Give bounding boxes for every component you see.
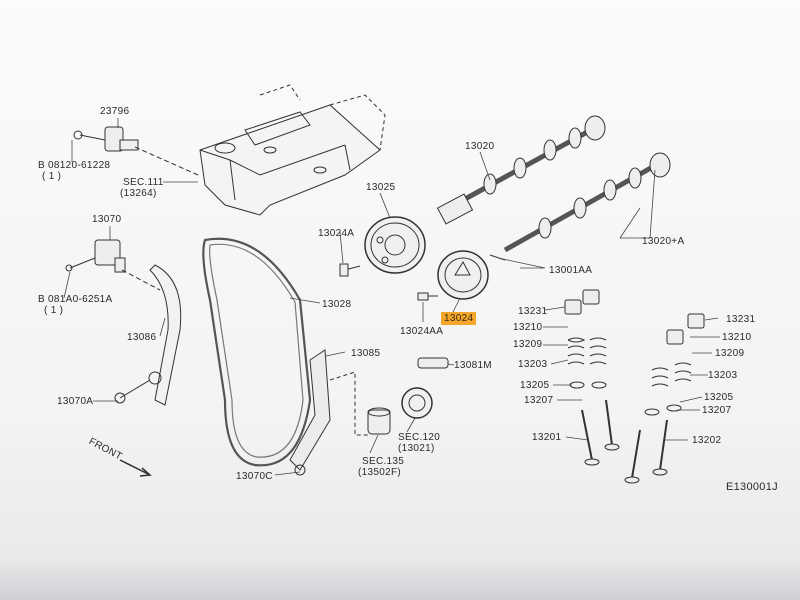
part-13070-label: 13070 — [92, 214, 122, 225]
part-13085-label: 13085 — [351, 348, 381, 359]
part-13231-right-label: 13231 — [726, 314, 756, 325]
valve-cover-drawing — [199, 84, 386, 216]
sec111-ref-label: (13264) — [120, 188, 157, 199]
sprocket-13025-drawing — [339, 216, 426, 277]
part-13070a-label: 13070A — [57, 396, 94, 407]
chain-tensioner-drawing — [65, 239, 161, 291]
timing-chain-drawing — [202, 237, 312, 467]
part-13020a-label: 13020+A — [642, 236, 685, 247]
part-13209-right-label: 13209 — [715, 348, 745, 359]
part-08120-label: B 08120-61228 — [38, 160, 111, 171]
part-13203-left-label: 13203 — [518, 359, 548, 370]
slack-guide-drawing — [114, 264, 182, 406]
part-13203-right-label: 13203 — [708, 370, 738, 381]
part-13001aa-label: 13001AA — [549, 265, 593, 276]
part-13086-label: 13086 — [127, 332, 157, 343]
part-13201-label: 13201 — [532, 432, 562, 443]
part-13024-label-highlighted: 13024 — [441, 312, 477, 325]
monitor-bezel — [0, 560, 800, 600]
sec135-label: SEC.135 — [362, 456, 405, 467]
sec120-ref-label: (13021) — [398, 443, 435, 454]
part-13205-left-label: 13205 — [520, 380, 550, 391]
part-08120-qty-label: ( 1 ) — [42, 171, 62, 182]
sprocket-13024-drawing — [417, 250, 489, 301]
part-13231-left-label: 13231 — [518, 306, 548, 317]
part-13025-label: 13025 — [366, 182, 396, 193]
leader-lines — [63, 118, 720, 476]
part-13210-left-label: 13210 — [513, 322, 543, 333]
part-13020-label: 13020 — [465, 141, 495, 152]
part-13209-left-label: 13209 — [513, 339, 543, 350]
pin-drawing — [417, 357, 449, 369]
valve-train-left-drawing — [564, 289, 620, 466]
diagram-code-label: E130001J — [726, 481, 778, 493]
part-13024a-label: 13024A — [318, 228, 355, 239]
valve-train-right-drawing — [624, 313, 705, 484]
camshaft-13020-drawing — [436, 115, 606, 225]
part-13070c-label: 13070C — [236, 471, 273, 482]
sec120-label: SEC.120 — [398, 432, 441, 443]
part-13081m-label: 13081M — [454, 360, 492, 371]
camshaft-13020a-drawing — [489, 152, 671, 261]
crank-sprocket-drawing — [367, 387, 433, 435]
part-13024aa-label: 13024AA — [400, 326, 444, 337]
sec111-label: SEC.111 — [123, 177, 164, 188]
part-081a0-label: B 081A0-6251A — [38, 294, 113, 305]
tension-guide-drawing — [289, 349, 370, 476]
part-13205-right-label: 13205 — [704, 392, 734, 403]
front-arrow — [119, 459, 152, 477]
part-23796-label: 23796 — [100, 106, 130, 117]
part-13207-right-label: 13207 — [702, 405, 732, 416]
part-13210-right-label: 13210 — [722, 332, 752, 343]
part-13202-label: 13202 — [692, 435, 722, 446]
cam-sensor-drawing — [73, 126, 199, 176]
part-081a0-qty-label: ( 1 ) — [44, 305, 64, 316]
part-13207-left-label: 13207 — [524, 395, 554, 406]
sec135-ref-label: (13502F) — [358, 467, 401, 478]
part-13028-label: 13028 — [322, 299, 352, 310]
